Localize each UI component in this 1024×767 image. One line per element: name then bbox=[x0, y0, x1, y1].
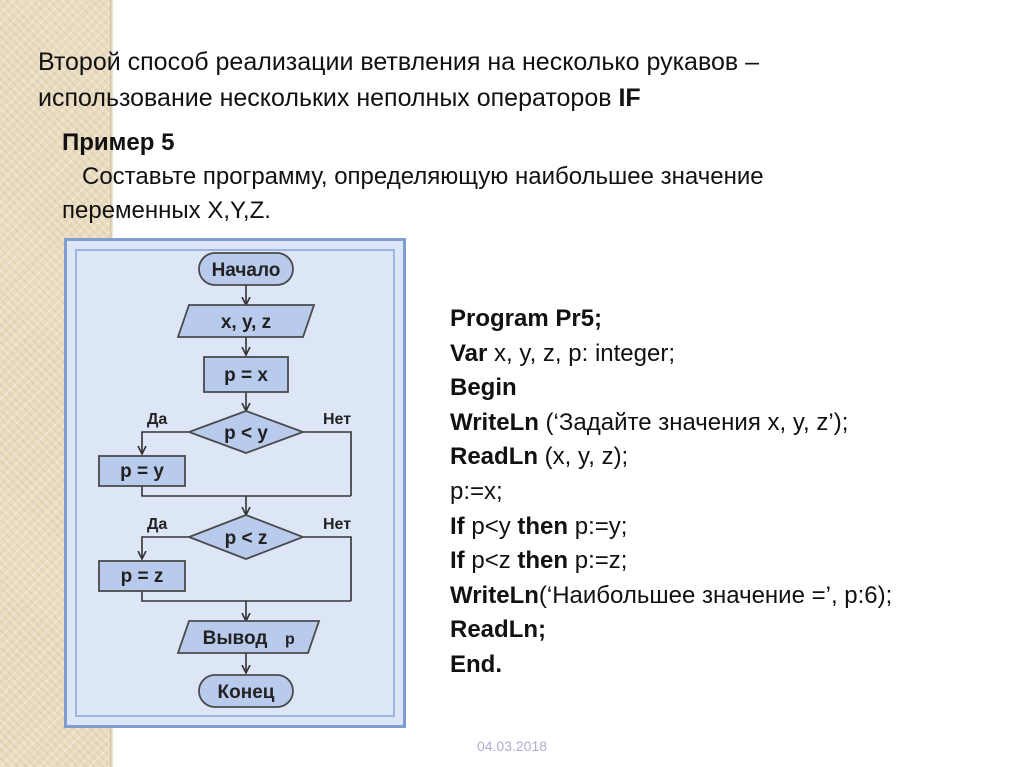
code-line-3: Begin bbox=[450, 371, 1010, 406]
assign-p-z-label: p = z bbox=[121, 566, 164, 587]
arrow-yes2 bbox=[142, 536, 189, 559]
code-var-decl: x, y, z, p: integer; bbox=[487, 339, 676, 367]
code-line-2: Var x, y, z, p: integer; bbox=[450, 337, 1010, 372]
arrow-merge1 bbox=[141, 486, 246, 515]
code-line-5: ReadLn (x, y, z); bbox=[450, 440, 1010, 475]
flowchart-diagram: Начало x, y, z p = x p < y Да Нет p = y … bbox=[98, 252, 352, 708]
code-line-8: If p<z then p:=z; bbox=[450, 544, 1010, 579]
code-if-keyword: If bbox=[450, 512, 465, 540]
assign-p-y-box bbox=[98, 455, 186, 487]
title-line-2: использование нескольких неполных операт… bbox=[38, 84, 619, 112]
code-then-keyword: then bbox=[517, 547, 569, 575]
condition-1-diamond bbox=[186, 410, 306, 454]
code-then-stmt: p:=z; bbox=[568, 547, 628, 575]
line-no1 bbox=[303, 431, 352, 496]
code-then-stmt: p:=y; bbox=[568, 512, 628, 540]
code-line-6: p:=x; bbox=[450, 475, 1010, 510]
code-assign-p-x: p:=x; bbox=[450, 477, 503, 505]
yes-1-label: Да bbox=[147, 411, 167, 428]
assign-p-z-box bbox=[98, 560, 186, 592]
output-var-label: p bbox=[285, 631, 295, 648]
code-if-cond: p<y bbox=[464, 512, 518, 540]
arrow-merge2 bbox=[141, 591, 246, 621]
code-line-1: Program Pr5; bbox=[450, 302, 1010, 337]
example-block: Пример 5 Составьте программу, определяющ… bbox=[62, 126, 822, 228]
code-begin: Begin bbox=[450, 374, 517, 402]
output-parallelogram bbox=[176, 620, 321, 654]
code-writeln-keyword: WriteLn bbox=[450, 581, 539, 609]
code-if-keyword: If bbox=[450, 547, 465, 575]
assign-p-x-label: p = x bbox=[224, 365, 268, 386]
code-readln-args: (x, y, z); bbox=[538, 443, 629, 471]
assign-p-x-box bbox=[203, 356, 289, 393]
title-line-1: Второй способ реализации ветвления на не… bbox=[38, 48, 759, 76]
code-var-keyword: Var bbox=[450, 339, 488, 367]
code-if-cond: p<z bbox=[464, 547, 518, 575]
code-line-7: If p<y then p:=y; bbox=[450, 510, 1010, 545]
line-no2 bbox=[303, 536, 352, 601]
code-writeln-keyword: WriteLn bbox=[450, 408, 539, 436]
flowchart-inner-frame bbox=[75, 249, 395, 717]
code-then-keyword: then bbox=[517, 512, 569, 540]
assign-p-y-label: p = y bbox=[120, 461, 164, 482]
title-if-keyword: IF bbox=[618, 84, 641, 112]
example-task: Составьте программу, определяющую наибол… bbox=[62, 163, 764, 224]
output-label: Вывод bbox=[203, 628, 268, 649]
no-1-label: Нет bbox=[323, 411, 351, 428]
yes-2-label: Да bbox=[147, 516, 167, 533]
code-line-9: WriteLn(‘Наибольшее значение =’, p:6); bbox=[450, 579, 1010, 614]
slide-title: Второй способ реализации ветвления на не… bbox=[38, 44, 938, 116]
code-line-4: WriteLn (‘Задайте значения x, y, z’); bbox=[450, 406, 1010, 441]
code-writeln-args: (‘Задайте значения x, y, z’); bbox=[538, 408, 849, 436]
slide-date: 04.03.2018 bbox=[476, 738, 548, 754]
code-end: End. bbox=[450, 650, 502, 678]
code-writeln-args: (‘Наибольшее значение =’, p:6); bbox=[538, 581, 893, 609]
start-label: Начало bbox=[212, 260, 281, 281]
input-label: x, y, z bbox=[221, 312, 271, 333]
example-heading: Пример 5 bbox=[62, 129, 175, 156]
code-readln-keyword: ReadLn bbox=[450, 443, 539, 471]
arrow-yes1 bbox=[142, 431, 189, 454]
condition-2-diamond bbox=[186, 514, 306, 560]
start-terminal bbox=[198, 252, 294, 286]
pascal-code-listing: Program Pr5; Var x, y, z, p: integer; Be… bbox=[450, 302, 1010, 683]
code-program-header: Program Pr5; bbox=[450, 305, 603, 332]
end-label: Конец bbox=[218, 682, 275, 703]
condition-2-label: p < z bbox=[225, 528, 268, 549]
code-line-11: End. bbox=[450, 648, 1010, 683]
code-line-10: ReadLn; bbox=[450, 613, 1010, 648]
condition-1-label: p < y bbox=[224, 423, 268, 444]
flowchart-panel: Начало x, y, z p = x p < y Да Нет p = y … bbox=[64, 238, 406, 728]
no-2-label: Нет bbox=[323, 516, 351, 533]
end-terminal bbox=[198, 674, 294, 708]
code-readln-final: ReadLn; bbox=[450, 616, 546, 644]
input-parallelogram bbox=[176, 304, 316, 338]
